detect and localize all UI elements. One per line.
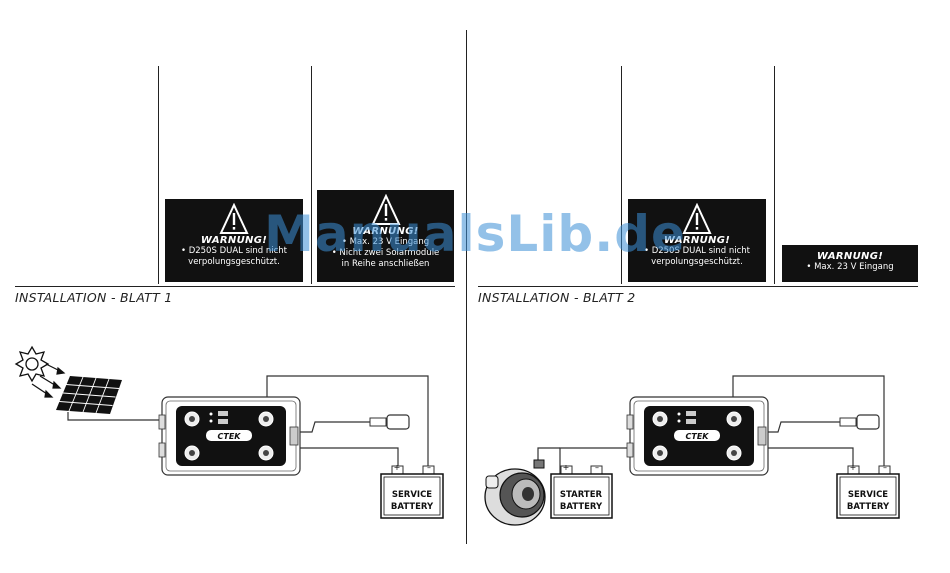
- service-battery-left: SERVICE BATTERY: [380, 465, 444, 519]
- warning-line: • D250S DUAL sind nicht: [180, 246, 288, 256]
- warning-box-right-2: WARNUNG! • Max. 23 V Eingang: [782, 245, 918, 282]
- warning-title: WARNUNG!: [200, 235, 268, 246]
- plug-icon: [369, 414, 410, 430]
- starter-battery-label: BATTERY: [560, 502, 603, 512]
- alternator-icon: [484, 459, 546, 526]
- right-header-rule: [478, 286, 918, 287]
- ctek-device-left: CTEK: [158, 396, 301, 476]
- right-column-divider-1: [621, 66, 622, 284]
- solar-panel-icon: [56, 376, 122, 414]
- warning-box-left-2: WARNUNG! • Max. 23 V Eingang • Nicht zwe…: [317, 190, 454, 282]
- warning-line: • Max. 23 V Eingang: [806, 262, 894, 272]
- warning-line: verpolungsgeschützt.: [651, 257, 743, 267]
- warning-line: • Max. 23 V Eingang: [341, 237, 430, 247]
- warning-box-right-1: WARNUNG! • D250S DUAL sind nicht verpolu…: [628, 199, 766, 282]
- warning-line: verpolungsgeschützt.: [188, 257, 280, 267]
- warning-title: WARNUNG!: [663, 235, 731, 246]
- warning-line: • Nicht zwei Solarmodule: [331, 248, 440, 258]
- terminal-plus-label: +: [850, 463, 857, 472]
- right-column-divider-2: [774, 66, 775, 284]
- wiring-right: [537, 375, 885, 474]
- battery-label: SERVICE: [848, 490, 888, 500]
- sheet-title-left: INSTALLATION - BLATT 1: [15, 290, 173, 305]
- ctek-device-right: CTEK: [626, 396, 769, 476]
- warning-title: WARNUNG!: [352, 226, 419, 237]
- terminal-plus-label: +: [563, 463, 570, 472]
- terminal-minus-label: –: [883, 463, 887, 472]
- left-header-rule: [15, 286, 455, 287]
- wiring-left: [67, 375, 429, 474]
- terminal-plus-label: +: [394, 463, 401, 472]
- battery-label: SERVICE: [392, 490, 432, 500]
- warning-line: • D250S DUAL sind nicht: [643, 246, 751, 256]
- center-divider: [466, 30, 467, 544]
- terminal-minus-label: –: [427, 463, 431, 472]
- device-brand-label: CTEK: [218, 432, 242, 441]
- starter-battery: STARTER BATTERY: [550, 465, 613, 519]
- warning-title: WARNUNG!: [816, 251, 884, 262]
- warning-triangle-icon: [219, 203, 249, 234]
- starter-battery-label: STARTER: [560, 490, 603, 500]
- terminal-minus-label: –: [595, 463, 599, 472]
- left-column-divider-1: [158, 66, 159, 284]
- warning-box-left-1: WARNUNG! • D250S DUAL sind nicht verpolu…: [165, 199, 303, 282]
- warning-triangle-icon: [682, 203, 712, 234]
- sun-ray-arrows: [31, 363, 66, 398]
- plug-icon: [839, 414, 880, 430]
- battery-label: BATTERY: [847, 502, 890, 512]
- sun-icon: [14, 345, 50, 383]
- warning-line: in Reihe anschließen: [341, 259, 430, 269]
- battery-label: BATTERY: [391, 502, 434, 512]
- warning-triangle-icon: [370, 194, 401, 225]
- device-brand-label: CTEK: [686, 432, 710, 441]
- service-battery-right: SERVICE BATTERY: [836, 465, 900, 519]
- left-column-divider-2: [311, 66, 312, 284]
- sheet-title-right: INSTALLATION - BLATT 2: [478, 290, 636, 305]
